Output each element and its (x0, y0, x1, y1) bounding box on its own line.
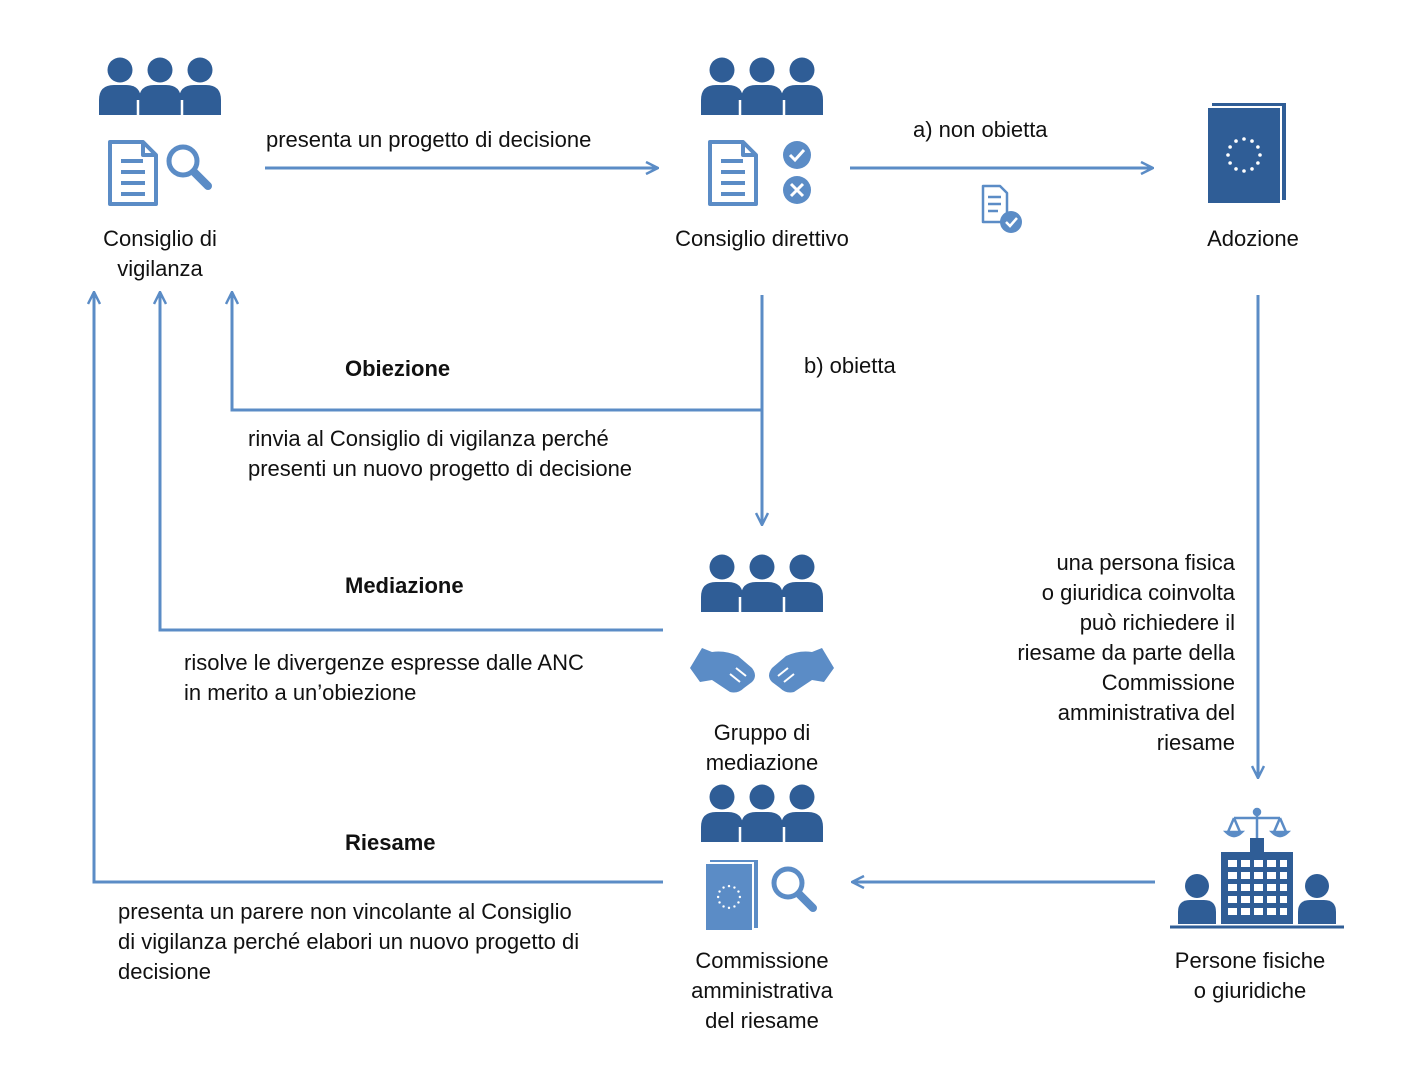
node-review-board (699, 783, 825, 932)
document-icon (108, 140, 158, 206)
arrows (94, 168, 1258, 882)
node-adoption (1206, 103, 1286, 205)
title-mediation: Mediazione (345, 573, 464, 598)
person-icon (1178, 874, 1216, 924)
label-persons: Persone fisiche o giuridiche (1174, 948, 1326, 1003)
label-submit-draft: presenta un progetto di decisione (266, 127, 592, 152)
eu-book-icon (1206, 103, 1286, 205)
node-governing-council (699, 56, 825, 206)
node-mediation-panel (690, 553, 834, 693)
node-supervisory-board (97, 56, 223, 206)
people-group-icon (699, 553, 825, 614)
person-icon (1298, 874, 1336, 924)
label-supervisory-board: Consiglio di vigilanza (103, 226, 217, 281)
title-review: Riesame (345, 830, 436, 855)
check-circle-icon (783, 141, 811, 169)
label-review-board: Commissione amministrativa del riesame (691, 948, 833, 1033)
magnifier-icon (774, 869, 813, 908)
label-mediation-panel: Gruppo di mediazione (705, 720, 819, 775)
people-group-icon (699, 56, 825, 117)
building-icon (1221, 838, 1293, 924)
label-not-object: a) non obietta (913, 117, 1048, 142)
approved-document-icon (981, 184, 1022, 233)
label-request-review: una persona fisica o giuridica coinvolta… (1017, 550, 1235, 755)
arrow-mediation-return (160, 292, 663, 632)
label-governing-council: Consiglio direttivo (675, 226, 849, 251)
magnifier-icon (169, 147, 208, 186)
eu-book-icon (704, 860, 758, 932)
label-objects: b) obietta (804, 353, 896, 378)
label-adoption: Adozione (1207, 226, 1299, 251)
people-group-icon (699, 783, 825, 844)
scales-icon (1222, 807, 1292, 838)
description-mediation: risolve le divergenze espresse dalle ANC… (184, 650, 584, 705)
handshake-icon (690, 648, 834, 693)
title-objection: Obiezione (345, 356, 451, 381)
arrow-review-return (94, 292, 663, 884)
description-objection: rinvia al Consiglio di vigilanza perché … (248, 426, 633, 481)
node-persons (1170, 807, 1344, 929)
arrow-objection-return (232, 292, 762, 412)
document-icon (708, 140, 758, 206)
description-review: presenta un parere non vincolante al Con… (118, 899, 580, 984)
x-circle-icon (783, 176, 811, 204)
people-group-icon (97, 56, 223, 117)
